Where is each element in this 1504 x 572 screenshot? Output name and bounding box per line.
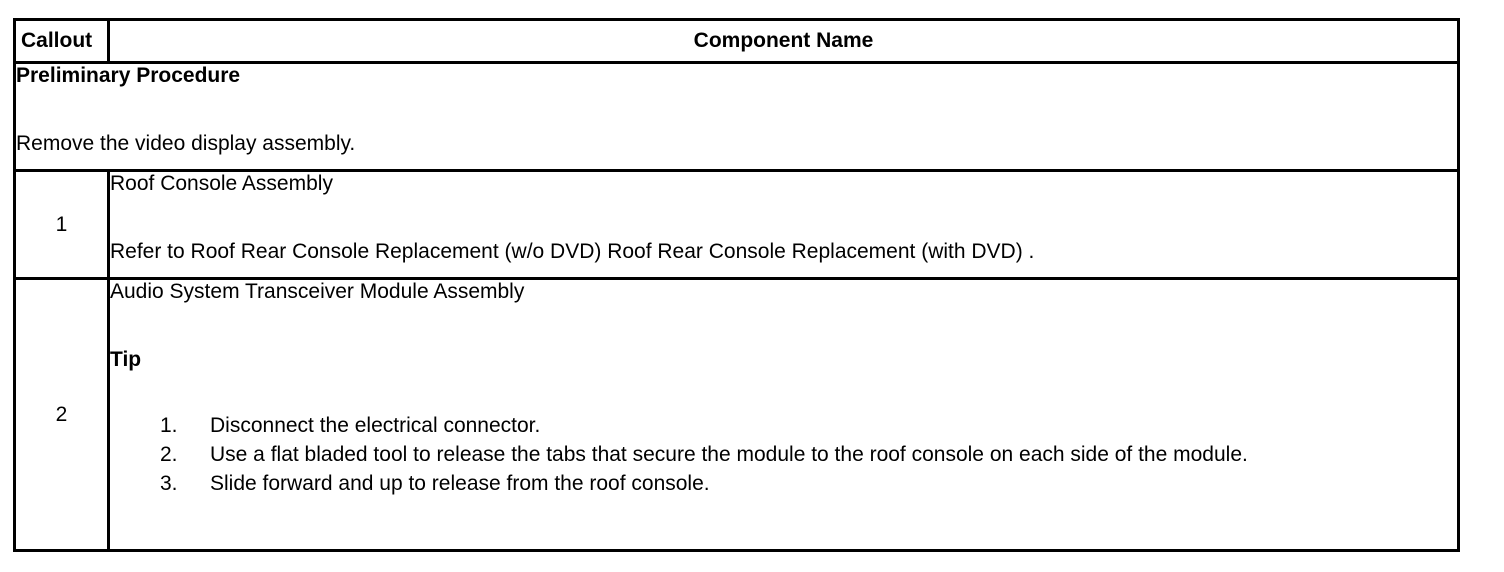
header-row: Callout Component Name	[13, 18, 1460, 64]
list-item: 1. Disconnect the electrical connector.	[160, 411, 1457, 440]
step-number: 1.	[160, 414, 178, 437]
step-text: Use a flat bladed tool to release the ta…	[210, 443, 1248, 466]
step-list: 1. Disconnect the electrical connector. …	[110, 411, 1457, 498]
component-cell: Roof Console Assembly Refer to Roof Rear…	[107, 169, 1460, 280]
component-cell: Audio System Transceiver Module Assembly…	[107, 277, 1460, 552]
component-name: Roof Console Assembly	[110, 172, 333, 195]
preliminary-cell: Preliminary Procedure Remove the video d…	[13, 61, 1460, 172]
tip-label: Tip	[110, 348, 142, 371]
callout-header: Callout	[13, 18, 110, 64]
step-number: 2.	[160, 443, 178, 466]
step-number: 3.	[160, 472, 178, 495]
callout-number: 1	[13, 169, 110, 280]
table-row: 1 Roof Console Assembly Refer to Roof Re…	[13, 169, 1460, 280]
component-name: Audio System Transceiver Module Assembly	[110, 280, 525, 303]
step-text: Disconnect the electrical connector.	[210, 414, 541, 437]
list-item: 2. Use a flat bladed tool to release the…	[160, 440, 1457, 469]
component-note: Refer to Roof Rear Console Replacement (…	[110, 240, 1035, 263]
callout-number: 2	[13, 277, 110, 552]
component-table: Callout Component Name Preliminary Proce…	[13, 18, 1460, 552]
preliminary-title: Preliminary Procedure	[16, 64, 241, 87]
list-item: 3. Slide forward and up to release from …	[160, 469, 1457, 498]
preliminary-row: Preliminary Procedure Remove the video d…	[13, 61, 1460, 172]
preliminary-text: Remove the video display assembly.	[16, 132, 356, 155]
table-row: 2 Audio System Transceiver Module Assemb…	[13, 277, 1460, 552]
step-text: Slide forward and up to release from the…	[210, 472, 710, 495]
component-name-header: Component Name	[107, 18, 1460, 64]
